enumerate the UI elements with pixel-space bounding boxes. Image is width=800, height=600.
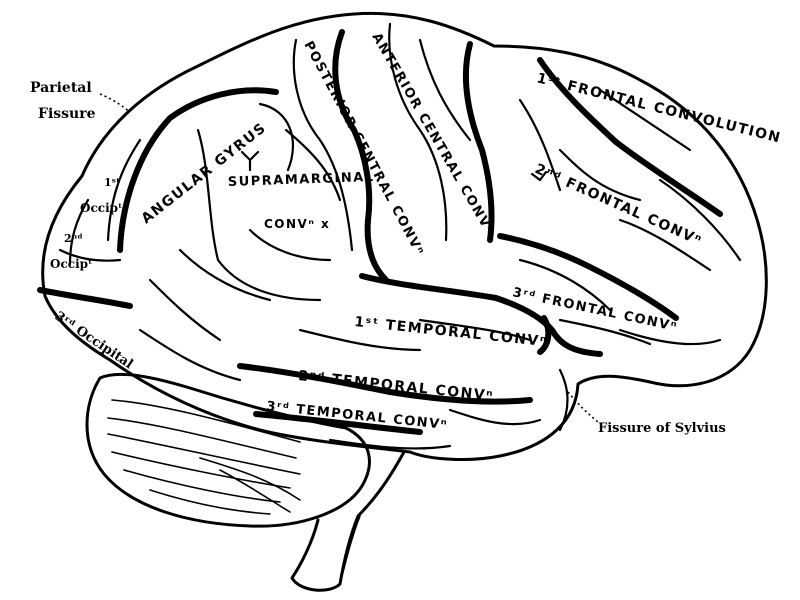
label-fissure-of-sylvius: Fissure of Sylvius — [598, 421, 726, 436]
label-occip-2: Occipᵗ — [50, 257, 92, 271]
precentral-sulcus — [462, 41, 495, 243]
label-first-temporal-conv: 1ˢᵗ TEMPORAL CONVⁿ — [354, 314, 549, 350]
label-second-temporal-conv: 2ⁿᵈ TEMPORAL CONVⁿ — [298, 368, 495, 404]
label-supramarginal: SUPRAMARGINAL — [228, 170, 375, 190]
superior-frontal-sulcus — [537, 57, 723, 217]
label-third-occipital: 3ʳᵈ Occipital — [52, 309, 136, 372]
label-third-temporal-conv: 3ʳᵈ TEMPORAL CONVⁿ — [266, 399, 449, 433]
label-occip-2-num: 2ⁿᵈ — [64, 232, 83, 245]
parietal-fissure — [117, 87, 279, 253]
label-occip-1-num: 1ˢᵗ — [104, 176, 120, 189]
label-first-frontal-convolution: 1ˢᵗ FRONTAL CONVOLUTION — [535, 70, 783, 146]
cerebellum-outline — [85, 372, 371, 528]
parietal-fissure-leader — [99, 93, 131, 113]
label-fissure: Fissure — [38, 106, 96, 122]
label-occip-1: Occipᵗ — [80, 201, 122, 215]
gyral-folds — [58, 22, 742, 450]
superior-temporal-sulcus — [237, 363, 533, 405]
inferior-frontal-sulcus — [497, 233, 679, 321]
label-second-frontal-conv: 2ⁿᵈ FRONTAL CONVⁿ — [532, 161, 704, 249]
inferior-temporal-sulcus — [253, 411, 423, 435]
cerebellum-folia — [107, 399, 301, 515]
fissure-of-sylvius — [359, 273, 603, 357]
label-parietal: Parietal — [30, 80, 92, 96]
cerebrum-outline — [41, 11, 768, 461]
label-supramarginal-conv: CONVⁿ x — [264, 217, 330, 231]
central-fissure — [332, 29, 389, 283]
